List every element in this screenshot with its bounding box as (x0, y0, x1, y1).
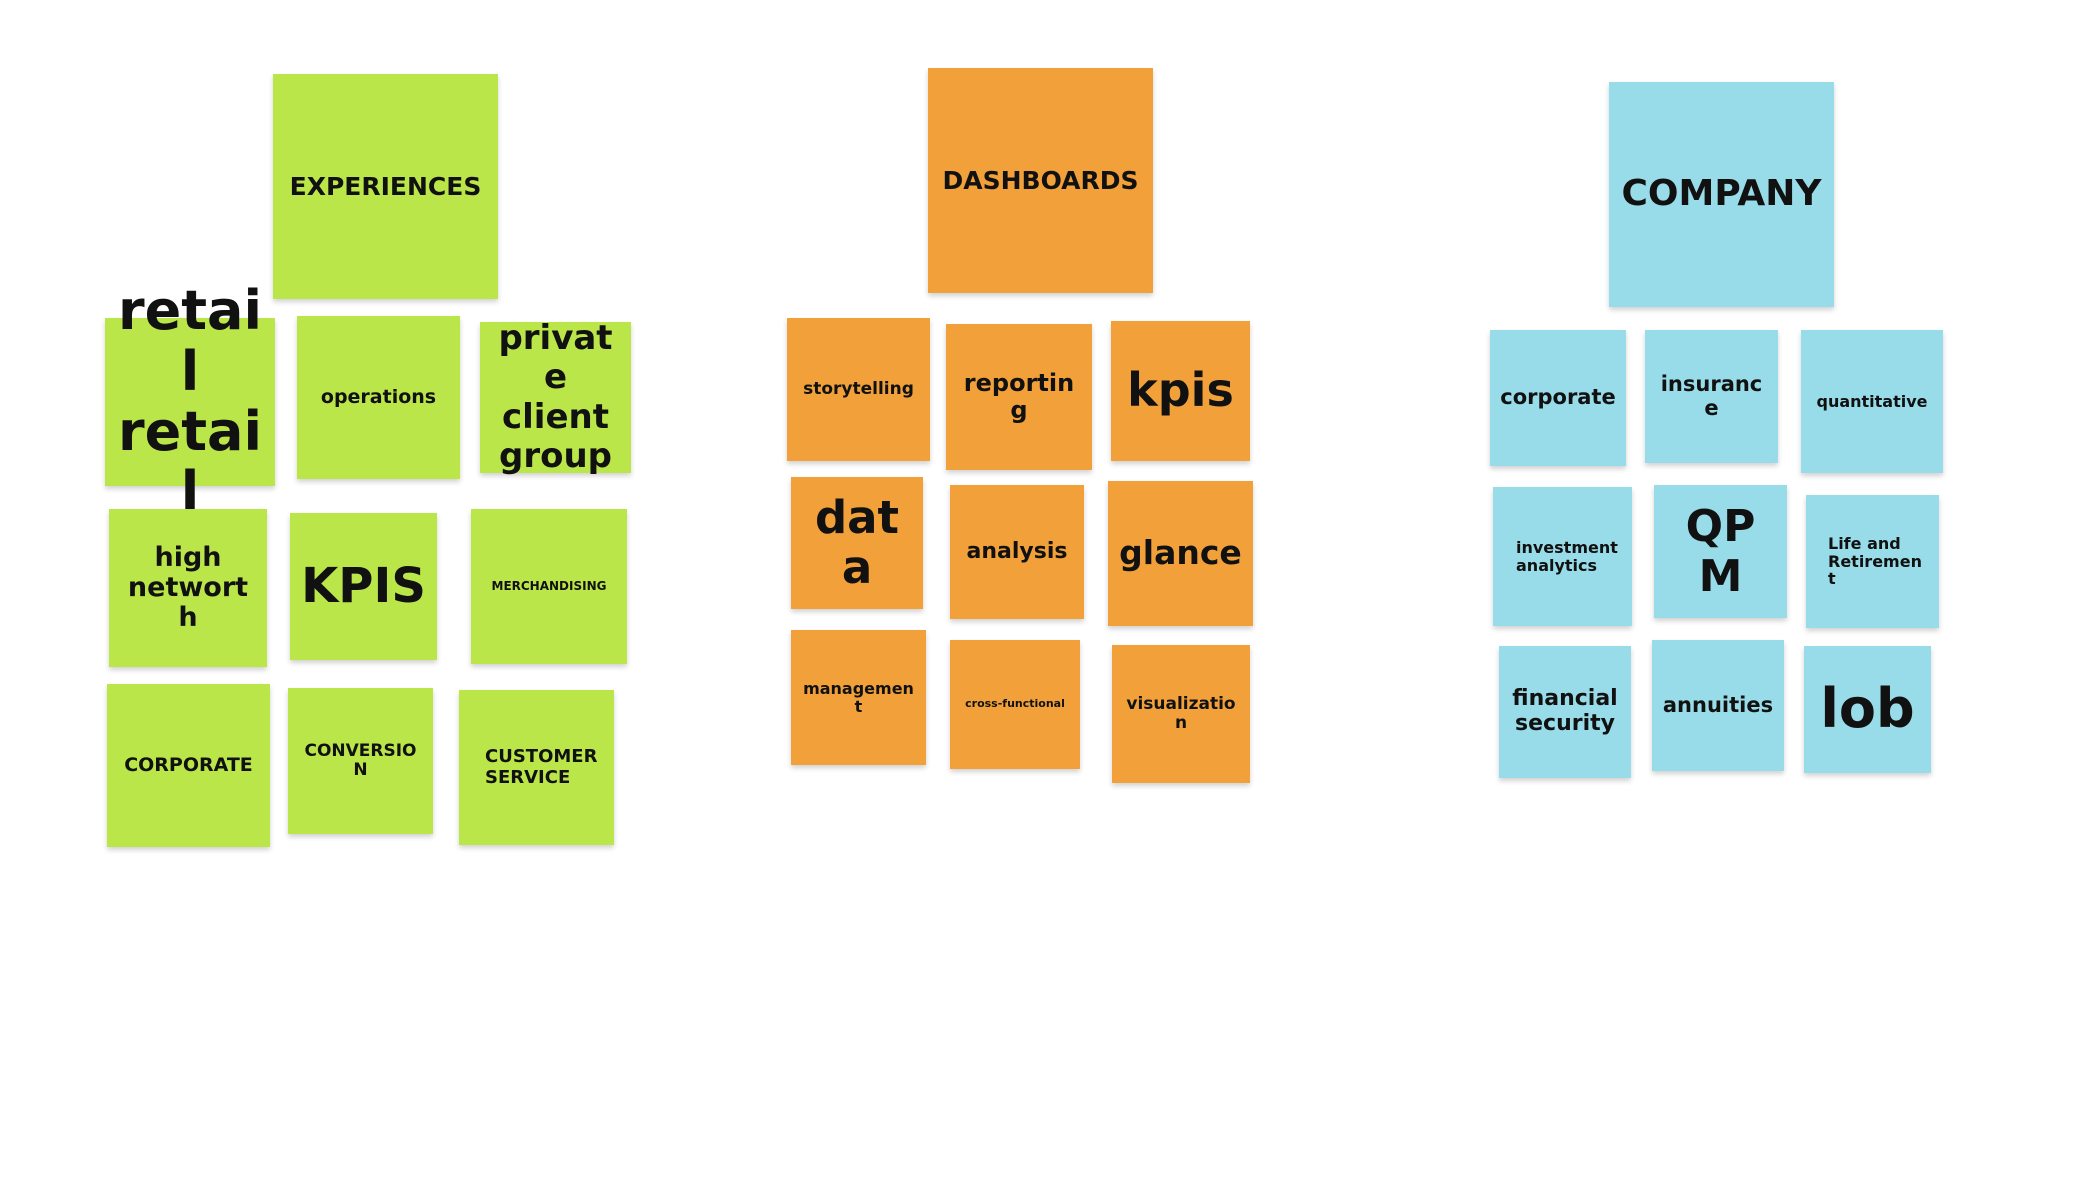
note-text: KPIS (301, 557, 426, 614)
note-text: DASHBOARDS (942, 165, 1139, 195)
note-storytelling[interactable]: storytelling (787, 318, 930, 461)
note-text: retail retail (117, 279, 263, 524)
note-text: high networth (127, 542, 249, 633)
note-text: corporate (1500, 385, 1616, 410)
note-financial-security[interactable]: financial security (1499, 646, 1631, 778)
note-text: Life and Retirement (1828, 533, 1922, 589)
note-corporate-upper[interactable]: CORPORATE (107, 684, 270, 847)
note-text: private client group (498, 318, 613, 476)
note-conversion[interactable]: CONVERSION (288, 688, 433, 834)
note-investment-analytics[interactable]: investment analytics (1493, 487, 1632, 626)
note-text: CORPORATE (124, 753, 253, 776)
note-text: investment analytics (1516, 537, 1618, 575)
note-text: reporting (963, 369, 1075, 424)
note-text: COMPANY (1621, 173, 1822, 215)
header-note-company[interactable]: COMPANY (1609, 82, 1834, 307)
note-text: insurance (1660, 371, 1763, 420)
note-life-and-retirement[interactable]: Life and Retirement (1806, 495, 1939, 628)
note-text: operations (320, 385, 437, 408)
note-text: management (803, 678, 914, 716)
note-text: data (814, 490, 900, 594)
note-cross-functional[interactable]: cross-functional (950, 640, 1080, 769)
note-text: lob (1820, 677, 1915, 741)
note-management[interactable]: management (791, 630, 926, 765)
note-text: visualization (1126, 693, 1236, 733)
note-kpis-lower[interactable]: kpis (1111, 321, 1250, 461)
note-reporting[interactable]: reporting (946, 324, 1092, 470)
note-text: analysis (966, 538, 1068, 564)
note-text: QPM (1685, 501, 1756, 602)
note-text: glance (1119, 533, 1242, 573)
note-text: MERCHANDISING (491, 578, 607, 593)
header-note-dashboards[interactable]: DASHBOARDS (928, 68, 1153, 293)
note-text: annuities (1662, 692, 1774, 717)
note-corporate-lower[interactable]: corporate (1490, 330, 1626, 466)
note-text: cross-functional (965, 697, 1065, 711)
note-text: CUSTOMER SERVICE (485, 746, 598, 788)
note-quantitative[interactable]: quantitative (1801, 330, 1943, 473)
note-visualization[interactable]: visualization (1112, 645, 1250, 783)
note-data[interactable]: data (791, 477, 923, 609)
note-text: financial security (1512, 686, 1618, 736)
note-analysis[interactable]: analysis (950, 485, 1084, 619)
note-text: CONVERSION (304, 740, 417, 780)
note-glance[interactable]: glance (1108, 481, 1253, 626)
note-qpm[interactable]: QPM (1654, 485, 1787, 618)
note-kpis-upper[interactable]: KPIS (290, 513, 437, 660)
note-private-client-group[interactable]: private client group (480, 318, 631, 476)
note-text: kpis (1127, 363, 1234, 418)
header-note-experiences[interactable]: EXPERIENCES (273, 74, 498, 299)
note-text: storytelling (803, 378, 914, 399)
note-high-networth[interactable]: high networth (109, 509, 267, 667)
note-merchandising[interactable]: MERCHANDISING (471, 509, 627, 664)
note-insurance[interactable]: insurance (1645, 330, 1778, 463)
note-text: quantitative (1816, 391, 1928, 411)
note-customer-service[interactable]: CUSTOMER SERVICE (459, 690, 614, 845)
note-operations[interactable]: operations (297, 316, 460, 479)
note-annuities[interactable]: annuities (1652, 640, 1784, 771)
note-text: EXPERIENCES (289, 171, 482, 201)
note-lob[interactable]: lob (1804, 646, 1931, 773)
note-retail-retail[interactable]: retail retail (105, 280, 275, 522)
